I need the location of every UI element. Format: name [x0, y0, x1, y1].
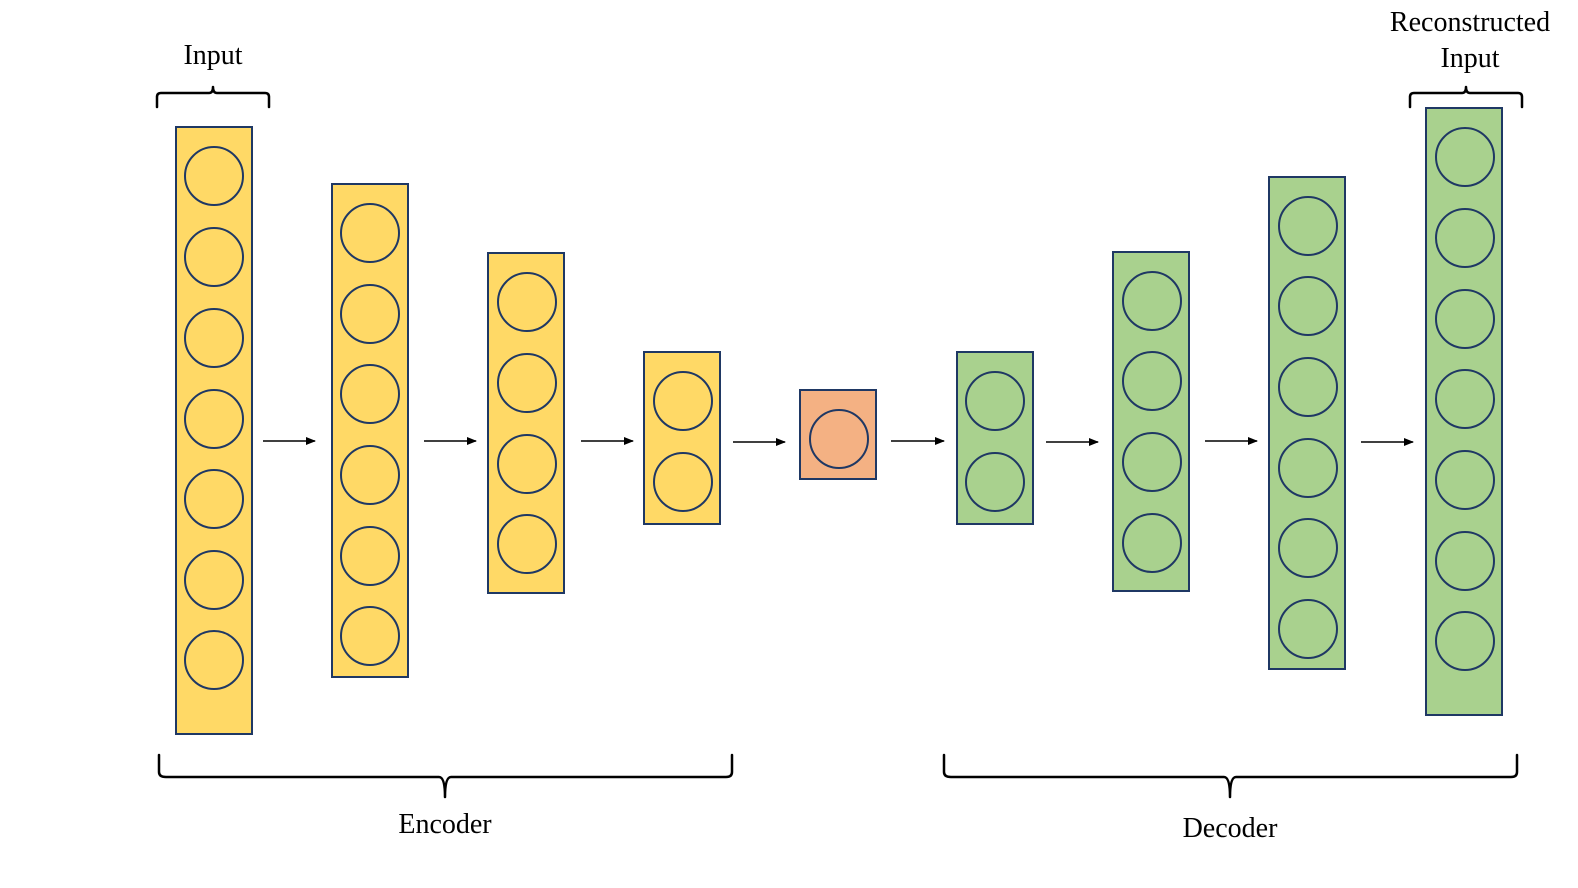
neuron — [1122, 432, 1182, 492]
neuron — [184, 469, 244, 529]
neuron — [965, 452, 1025, 512]
neuron — [653, 452, 713, 512]
layer-box — [643, 351, 721, 525]
decoder-layer-2 — [1112, 251, 1190, 592]
neuron — [1435, 127, 1495, 187]
neuron — [1278, 357, 1338, 417]
neuron — [184, 389, 244, 449]
neuron — [809, 409, 869, 469]
reconstructed-input-brace — [1408, 85, 1524, 109]
input-label: Input — [183, 40, 242, 71]
decoder-brace — [942, 753, 1519, 799]
neuron — [965, 371, 1025, 431]
neuron — [1435, 611, 1495, 671]
neuron — [497, 434, 557, 494]
neuron — [1278, 518, 1338, 578]
neuron — [1278, 276, 1338, 336]
neuron — [1435, 450, 1495, 510]
input-brace — [155, 85, 271, 109]
decoder-layer-3 — [1268, 176, 1346, 670]
bottleneck-layer — [799, 389, 877, 480]
encoder-layer-2 — [331, 183, 409, 678]
layer-box — [331, 183, 409, 678]
encoder-layer-4 — [643, 351, 721, 525]
neuron — [1435, 531, 1495, 591]
encoder-layer-1 — [175, 126, 253, 735]
neuron — [184, 227, 244, 287]
decoder-layer-1 — [956, 351, 1034, 525]
reconstructed-input-label-line2: Input — [1440, 43, 1499, 74]
neuron — [184, 630, 244, 690]
neuron — [340, 284, 400, 344]
layer-box — [956, 351, 1034, 525]
neuron — [1435, 289, 1495, 349]
neuron — [184, 550, 244, 610]
layer-box — [1268, 176, 1346, 670]
layer-box — [487, 252, 565, 594]
neuron — [497, 272, 557, 332]
neuron — [184, 308, 244, 368]
decoder-layer-4 — [1425, 107, 1503, 716]
neuron — [340, 526, 400, 586]
encoder-label: Encoder — [398, 809, 492, 840]
neuron — [184, 146, 244, 206]
neuron — [1278, 438, 1338, 498]
decoder-label: Decoder — [1183, 813, 1279, 844]
reconstructed-input-label-line1: Reconstructed — [1390, 7, 1550, 38]
neuron — [340, 445, 400, 505]
neuron — [1122, 513, 1182, 573]
encoder-brace — [157, 753, 734, 799]
neuron — [1122, 351, 1182, 411]
neuron — [340, 606, 400, 666]
neuron — [1435, 208, 1495, 268]
neuron — [340, 203, 400, 263]
neuron — [497, 353, 557, 413]
layer-box — [1112, 251, 1190, 592]
neuron — [1435, 369, 1495, 429]
neuron — [653, 371, 713, 431]
layer-box — [799, 389, 877, 480]
neuron — [1278, 196, 1338, 256]
encoder-layer-3 — [487, 252, 565, 594]
neuron — [340, 364, 400, 424]
neuron — [1278, 599, 1338, 659]
neuron — [1122, 271, 1182, 331]
neuron — [497, 514, 557, 574]
